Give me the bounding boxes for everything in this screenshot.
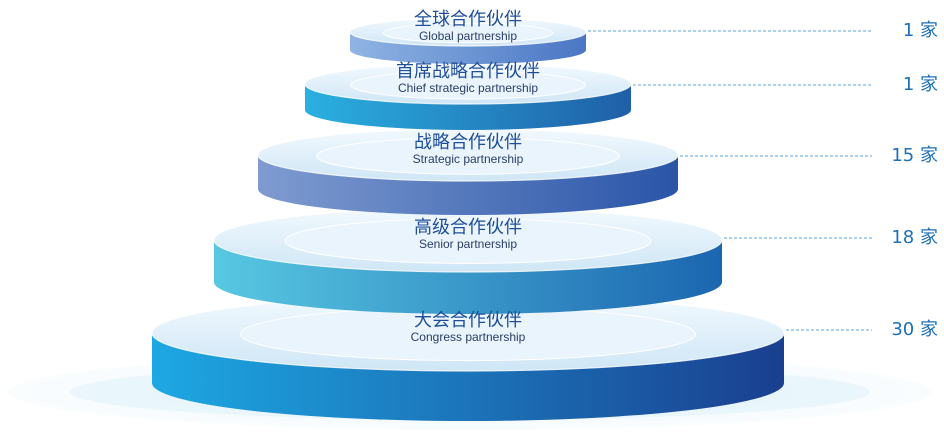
tier-top-inner	[316, 137, 620, 175]
tier-count-1: 1 家	[902, 20, 938, 41]
tier-top-inner	[382, 22, 554, 44]
tier-disc-1	[349, 17, 587, 64]
tier-name-cn-2: 首席战略合作伙伴	[396, 61, 540, 82]
tier-name-cn-3: 战略合作伙伴	[414, 132, 522, 153]
tier-disc-3	[257, 128, 679, 215]
tier-name-en-2: Chief strategic partnership	[397, 81, 539, 95]
tier-name-en-3: Strategic partnership	[412, 152, 524, 166]
tier-name-en-4: Senior partnership	[418, 237, 518, 251]
tier-disc-2	[304, 63, 632, 130]
tier-count-4: 18 家	[891, 227, 938, 248]
tier-name-cn-1: 全球合作伙伴	[414, 9, 522, 30]
tier-name-en-5: Congress partnership	[410, 330, 526, 344]
tier-rim	[349, 17, 587, 47]
tier-count-5: 30 家	[891, 319, 938, 340]
tier-disc-4	[213, 207, 723, 314]
tier-disc-5	[151, 294, 785, 421]
tier-count-2: 1 家	[902, 74, 938, 95]
tier-name-en-1: Global partnership	[418, 29, 518, 43]
tier-top-inner	[284, 218, 652, 264]
tier-count-3: 15 家	[891, 145, 938, 166]
tier-name-cn-5: 大会合作伙伴	[414, 310, 522, 331]
tier-name-cn-4: 高级合作伙伴	[414, 217, 522, 238]
tier-top-inner	[350, 70, 586, 100]
